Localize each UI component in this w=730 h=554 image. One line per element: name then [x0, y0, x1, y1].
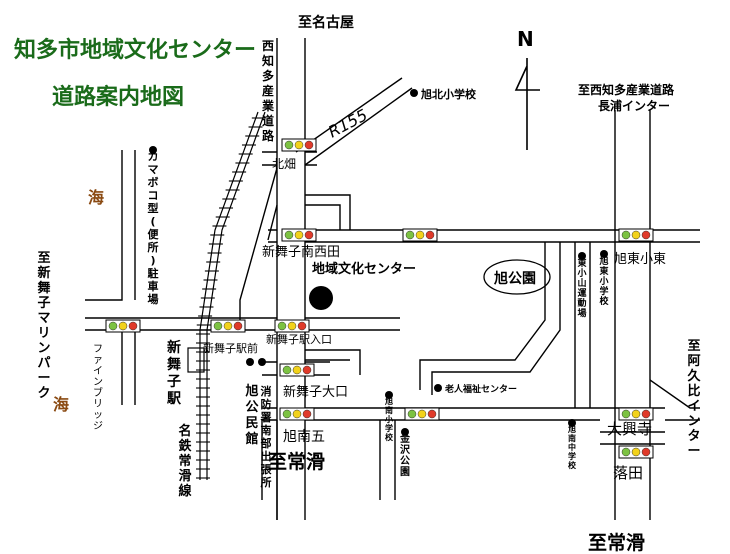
road-east-branch — [649, 379, 700, 421]
direction-tokoname-2: 至常滑 — [588, 531, 645, 554]
school-marker-icon — [410, 89, 418, 97]
road-south-left — [261, 420, 278, 520]
compass: N — [514, 27, 540, 150]
direction-nagaura-1: 至西知多産業道路 — [578, 82, 675, 97]
road-east-3 — [662, 229, 700, 243]
traffic-light-icon — [618, 407, 654, 421]
kominkan-marker-icon-1 — [246, 358, 254, 366]
intersection-daikoji: 大興寺 — [607, 420, 652, 438]
road-nishichita-label: 西知多産業道路 — [261, 39, 275, 143]
station-shinmaiko: 新舞子駅 — [167, 339, 182, 407]
poi-marker-icon — [578, 252, 586, 260]
map-title: 知多市地域文化センター — [14, 37, 256, 63]
direction-agui: 至阿久比インター — [687, 339, 701, 459]
poi-marker-icon — [600, 250, 608, 258]
kominkan-marker-icon-2 — [258, 358, 266, 366]
intersection-asahi-nan-go: 旭南五 — [283, 429, 325, 445]
traffic-light-icon — [279, 407, 315, 421]
road-west-branch — [85, 150, 136, 301]
route-r155-label: R155 — [325, 105, 371, 141]
landmark-kanazawa-park: 金沢公園 — [399, 432, 411, 478]
intersection-shinmaiko-nannishi: 新舞子南西田 — [262, 244, 340, 260]
landmark-fire-station: 消防署南部出張所 — [260, 384, 273, 489]
intersection-shinmaiko-ekiiriguchi: 新舞子駅入口 — [266, 332, 332, 346]
landmark-kamaboko-parking: カマボコ型(便所)駐車場 — [148, 150, 160, 306]
sea-label-north: 海 — [88, 188, 104, 207]
landmark-fine-bridge: ファインブリッジ — [93, 344, 103, 432]
landmark-higashi-koyama-ground: 東小山運動場 — [576, 257, 586, 319]
road-kitabata-west — [239, 167, 278, 320]
road-kitabata — [262, 151, 317, 166]
landmark-asahi-minami-school: 旭南小学校 — [384, 396, 394, 442]
railway-meitetsu — [196, 111, 266, 480]
road-center-box — [305, 349, 361, 375]
landmark-elderly-center: 老人福祉センター — [444, 383, 517, 395]
north-label: N — [517, 27, 534, 51]
direction-nagaura-2: 長浦インター — [598, 98, 670, 113]
intersection-ochida: 落田 — [613, 464, 643, 482]
sea-label-south: 海 — [53, 395, 69, 414]
road-park — [419, 242, 561, 395]
road-inner — [305, 194, 351, 230]
road-north-south — [276, 38, 306, 520]
traffic-light-icon — [279, 363, 315, 377]
landmark-park: 旭公園 — [493, 270, 536, 287]
map-subtitle: 道路案内地図 — [52, 84, 184, 110]
poi-marker-icon — [385, 391, 393, 399]
direction-marine-park: 至新舞子マリンパーク — [36, 251, 50, 401]
elderly-center-marker-icon — [434, 384, 442, 392]
intersection-kitabata: 北畑 — [272, 157, 296, 171]
landmark-asahi-minami-jhs: 旭南中学校 — [567, 424, 577, 470]
traffic-light-icon — [105, 319, 141, 333]
landmark-asahi-kita-school: 旭北小学校 — [420, 87, 477, 101]
poi-marker-icon — [401, 428, 409, 436]
traffic-light-icon — [404, 407, 440, 421]
traffic-light-icon — [618, 445, 654, 459]
landmark-asahi-higashi-school: 旭東小学校 — [598, 255, 609, 307]
traffic-light-icon — [281, 138, 317, 152]
landmark-center: 地域文化センター — [312, 261, 416, 277]
traffic-light-icon — [618, 228, 654, 242]
north-arrow-icon — [514, 58, 540, 150]
road-upper-east-west — [268, 229, 662, 243]
road-asahinango — [262, 407, 665, 421]
railway-meitetsu-label: 名鉄常滑線 — [178, 423, 192, 499]
road-school-south — [379, 420, 396, 500]
traffic-light-icon — [281, 228, 317, 242]
traffic-light-icon — [210, 319, 246, 333]
park-outline — [483, 259, 551, 295]
center-marker-icon — [309, 286, 333, 310]
traffic-light-icon — [274, 319, 310, 333]
direction-nagoya: 至名古屋 — [298, 14, 354, 31]
road-ochida — [600, 431, 665, 445]
traffic-lights — [105, 138, 654, 459]
intersection-shinmaiko-oguchi: 新舞子大口 — [283, 384, 348, 400]
road-west-lower — [121, 330, 136, 405]
traffic-light-icon — [402, 228, 438, 242]
intersection-shinmaiko-ekimae: 新舞子駅前 — [203, 341, 258, 355]
road-oguchi — [262, 361, 330, 376]
road-center-lower — [305, 317, 400, 331]
landmark-asahi-kominkan: 旭公民館 — [244, 383, 258, 447]
road-east-1 — [574, 242, 591, 408]
poi-marker-icon — [149, 146, 157, 154]
poi-marker-icon — [568, 419, 576, 427]
direction-tokoname-1: 至常滑 — [268, 450, 325, 473]
intersection-asahi-kohigashi: 旭東小東 — [614, 251, 666, 267]
station-box — [187, 347, 205, 373]
